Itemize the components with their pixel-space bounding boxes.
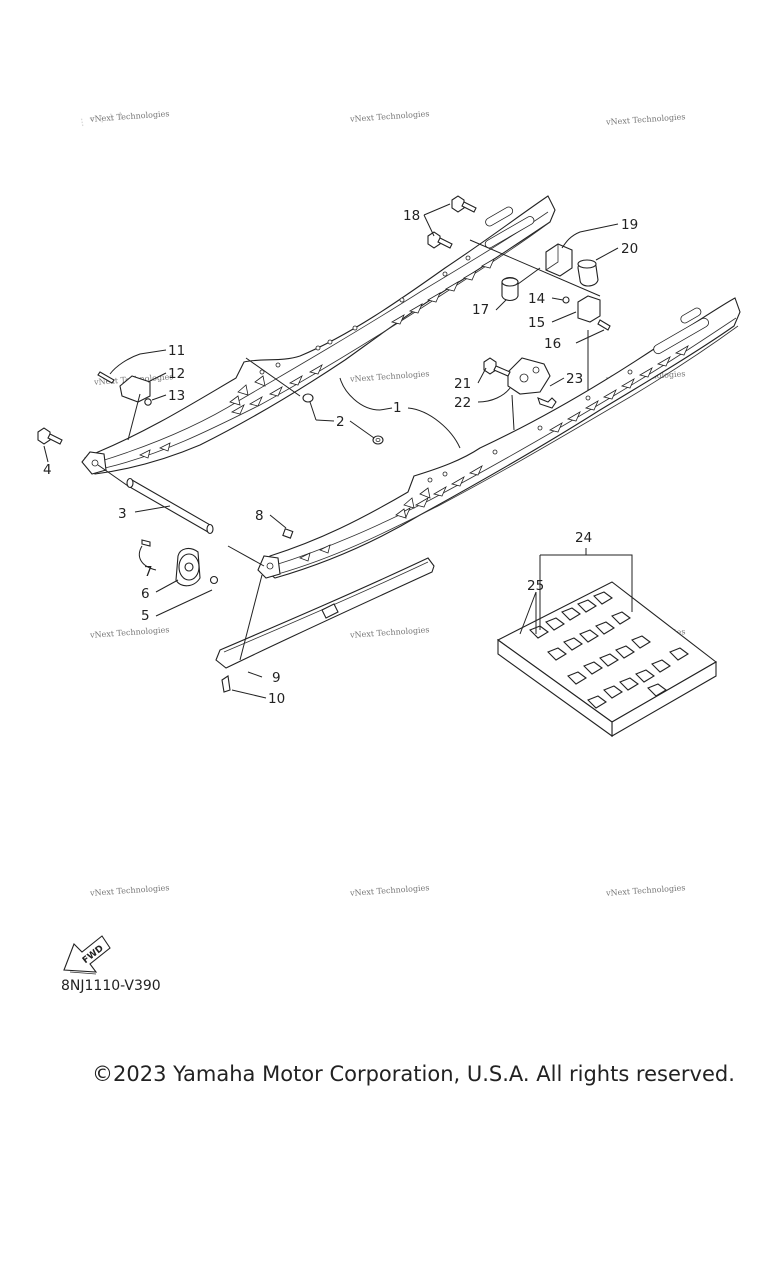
copyright-notice: ©2023 Yamaha Motor Corporation, U.S.A. A… [92, 1062, 735, 1086]
callout-8: 8 [255, 508, 264, 524]
callout-2: 2 [336, 414, 345, 430]
callout-5: 5 [141, 608, 150, 624]
rail-cutouts-back [139, 258, 495, 459]
nut-14 [562, 296, 570, 304]
callout-25: 25 [527, 578, 544, 594]
wheel-6 [141, 539, 219, 587]
bracket-12 [97, 371, 152, 406]
callout-10: 10 [268, 691, 285, 707]
slide-strip-9 [215, 557, 435, 693]
bushing-20 [577, 259, 599, 287]
leader-lines [43, 203, 633, 699]
callout-13: 13 [168, 388, 185, 404]
slide-rail-front [261, 297, 741, 579]
track-24 [496, 581, 717, 738]
bracket-22 [483, 357, 557, 409]
track-lugs [529, 591, 689, 709]
nut-8 [282, 528, 294, 539]
block-15 [577, 295, 601, 323]
callout-1: 1 [393, 400, 402, 416]
callout-14: 14 [528, 291, 545, 307]
callout-4: 4 [43, 462, 52, 478]
pad-17 [501, 276, 519, 302]
callout-17: 17 [472, 302, 489, 318]
slide-rail-back [84, 195, 556, 475]
callout-labels: 1 2 3 4 5 6 7 8 9 10 11 12 13 14 15 16 1… [43, 208, 638, 707]
block-19 [545, 243, 573, 277]
callout-6: 6 [141, 586, 150, 602]
callout-9: 9 [272, 670, 281, 686]
rail-cutouts-front [299, 345, 689, 562]
callout-12: 12 [168, 366, 185, 382]
callout-21: 21 [454, 376, 471, 392]
callout-20: 20 [621, 241, 638, 257]
bolt-16 [597, 319, 611, 331]
bolt-4 [37, 427, 63, 445]
washer-2b [372, 435, 384, 445]
callout-7: 7 [144, 564, 153, 580]
callout-15: 15 [528, 315, 545, 331]
callout-22: 22 [454, 395, 471, 411]
bolt-18 [427, 195, 477, 249]
callout-18: 18 [403, 208, 420, 224]
callout-24: 24 [575, 530, 592, 546]
callout-3: 3 [118, 506, 127, 522]
diagram-code: 8NJ1110-V390 [61, 978, 161, 994]
callout-19: 19 [621, 217, 638, 233]
callout-11: 11 [168, 343, 185, 359]
callout-16: 16 [544, 336, 561, 352]
washer-2a [302, 393, 314, 403]
forward-arrow-icon: FWD [63, 935, 111, 975]
callout-23: 23 [566, 371, 583, 387]
